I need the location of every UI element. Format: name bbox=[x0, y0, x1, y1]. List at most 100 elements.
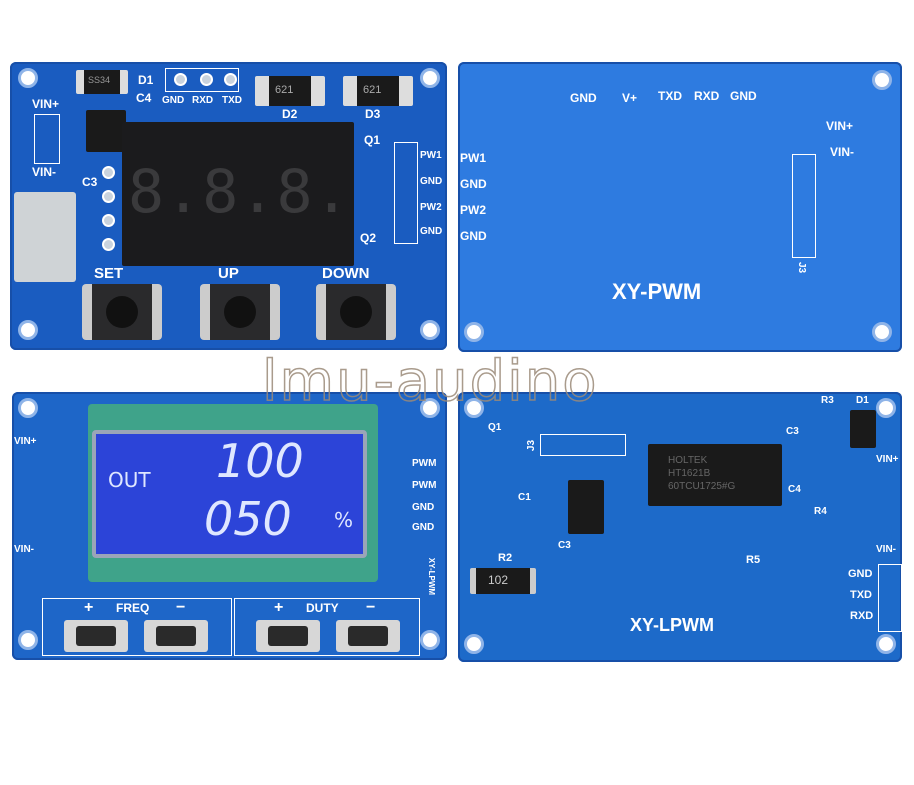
label-vin-minus: VIN- bbox=[876, 544, 896, 555]
mount-hole bbox=[18, 320, 38, 340]
label-r5: R5 bbox=[746, 554, 761, 566]
label-set: SET bbox=[94, 265, 124, 282]
label-txd: TXD bbox=[222, 95, 242, 106]
xy-lpwm-board-front: VIN+ VIN- OUT 100 050 % PWM PWM GND GND … bbox=[12, 392, 447, 660]
chip-model: HT1621B bbox=[668, 468, 711, 479]
label-q1: Q1 bbox=[364, 133, 381, 147]
lcd-percent: % bbox=[334, 508, 354, 532]
pad bbox=[102, 238, 115, 251]
label-side-model: XY-LPWM bbox=[427, 557, 437, 596]
mount-hole bbox=[464, 322, 484, 342]
freq-minus-label: − bbox=[176, 599, 186, 616]
label-v-plus: V+ bbox=[622, 91, 638, 105]
lcd-out-label: OUT bbox=[108, 468, 151, 492]
pad bbox=[102, 214, 115, 227]
diode-d3: 621 bbox=[343, 76, 413, 106]
label-r3: R3 bbox=[821, 395, 834, 406]
label-pw1: PW1 bbox=[460, 151, 487, 165]
lcd-display: OUT 100 050 % bbox=[92, 430, 367, 558]
label-vin-minus: VIN- bbox=[32, 165, 56, 179]
label-gnd: GND bbox=[460, 229, 487, 243]
set-button[interactable] bbox=[82, 284, 162, 340]
label-gnd: GND bbox=[848, 568, 873, 580]
up-button[interactable] bbox=[200, 284, 280, 340]
chip-maker: HOLTEK bbox=[668, 455, 708, 466]
display-digits: 8.8.8. bbox=[128, 157, 351, 227]
label-vin-plus: VIN+ bbox=[876, 454, 899, 465]
regulator bbox=[86, 110, 126, 152]
pad bbox=[102, 190, 115, 203]
diode-d1 bbox=[850, 410, 876, 448]
label-r2: R2 bbox=[498, 552, 513, 564]
freq-minus-button[interactable] bbox=[144, 620, 208, 652]
label-txd: TXD bbox=[850, 589, 872, 601]
label-c3: C3 bbox=[82, 175, 98, 189]
duty-plus-label: + bbox=[274, 599, 284, 616]
duty-plus-button[interactable] bbox=[256, 620, 320, 652]
pad bbox=[102, 166, 115, 179]
label-gnd: GND bbox=[570, 91, 597, 105]
label-txd: TXD bbox=[658, 89, 682, 103]
freq-plus-button[interactable] bbox=[64, 620, 128, 652]
label-c1: C1 bbox=[518, 492, 531, 503]
mount-hole bbox=[464, 634, 484, 654]
j3-header bbox=[540, 434, 626, 456]
label-r4: R4 bbox=[814, 506, 827, 517]
label-pw2: PW2 bbox=[460, 203, 487, 217]
label-gnd: GND bbox=[162, 95, 185, 106]
mount-hole bbox=[464, 398, 484, 418]
pwm-header bbox=[792, 154, 816, 258]
label-q2: Q2 bbox=[360, 231, 377, 245]
pad bbox=[174, 73, 187, 86]
duty-minus-label: − bbox=[366, 599, 376, 616]
duty-button-group bbox=[234, 598, 420, 656]
seven-segment-display: 8.8.8. bbox=[122, 122, 354, 266]
mount-hole bbox=[420, 320, 440, 340]
label-gnd: GND bbox=[412, 502, 435, 513]
micro-usb-port[interactable] bbox=[14, 192, 76, 282]
xy-lpwm-board-back: Q1 R3 D1 C3 C4 R4 VIN+ VIN- GND TXD RXD … bbox=[458, 392, 902, 662]
duty-label: DUTY bbox=[306, 601, 339, 615]
pwm-header bbox=[394, 142, 418, 244]
diode-d1: SS34 bbox=[76, 70, 128, 94]
label-vin-plus: VIN+ bbox=[826, 119, 854, 133]
label-up: UP bbox=[218, 265, 239, 282]
down-button[interactable] bbox=[316, 284, 396, 340]
label-c3-lower: C3 bbox=[558, 540, 571, 551]
mount-hole bbox=[420, 398, 440, 418]
label-rxd: RXD bbox=[192, 95, 214, 106]
pad bbox=[224, 73, 237, 86]
label-gnd: GND bbox=[730, 89, 757, 103]
label-q1: Q1 bbox=[488, 422, 502, 433]
freq-label: FREQ bbox=[116, 601, 150, 615]
label-j3: J3 bbox=[796, 261, 808, 274]
label-gnd: GND bbox=[412, 522, 435, 533]
mount-hole bbox=[876, 398, 896, 418]
diode-d2: 621 bbox=[255, 76, 325, 106]
label-d1: D1 bbox=[856, 395, 869, 406]
duty-minus-button[interactable] bbox=[336, 620, 400, 652]
uart-header bbox=[165, 68, 239, 92]
pad bbox=[200, 73, 213, 86]
freq-plus-label: + bbox=[84, 599, 94, 616]
label-rxd: RXD bbox=[694, 89, 720, 103]
mount-hole bbox=[872, 322, 892, 342]
label-gnd: GND bbox=[460, 177, 487, 191]
label-vin-plus: VIN+ bbox=[14, 436, 37, 447]
label-pw2: PW2 bbox=[420, 202, 442, 213]
xy-pwm-board-front: SS34 D1 C4 GND RXD TXD 621 D2 621 D3 VIN… bbox=[10, 62, 447, 350]
mount-hole bbox=[420, 68, 440, 88]
mcu-chip bbox=[568, 480, 604, 534]
label-vin-minus: VIN- bbox=[14, 544, 34, 555]
label-d1: D1 bbox=[138, 73, 154, 87]
lcd-frequency: 100 bbox=[216, 434, 304, 488]
label-d2: D2 bbox=[282, 107, 298, 121]
mount-hole bbox=[420, 630, 440, 650]
label-rxd: RXD bbox=[850, 610, 874, 622]
label-vin-minus: VIN- bbox=[830, 145, 854, 159]
xy-pwm-board-back: GND V+ TXD RXD GND VIN+ VIN- PW1 GND PW2… bbox=[458, 62, 902, 352]
uart-header bbox=[878, 564, 902, 632]
mount-hole bbox=[18, 68, 38, 88]
freq-button-group bbox=[42, 598, 232, 656]
lcd-duty: 050 bbox=[204, 492, 292, 546]
